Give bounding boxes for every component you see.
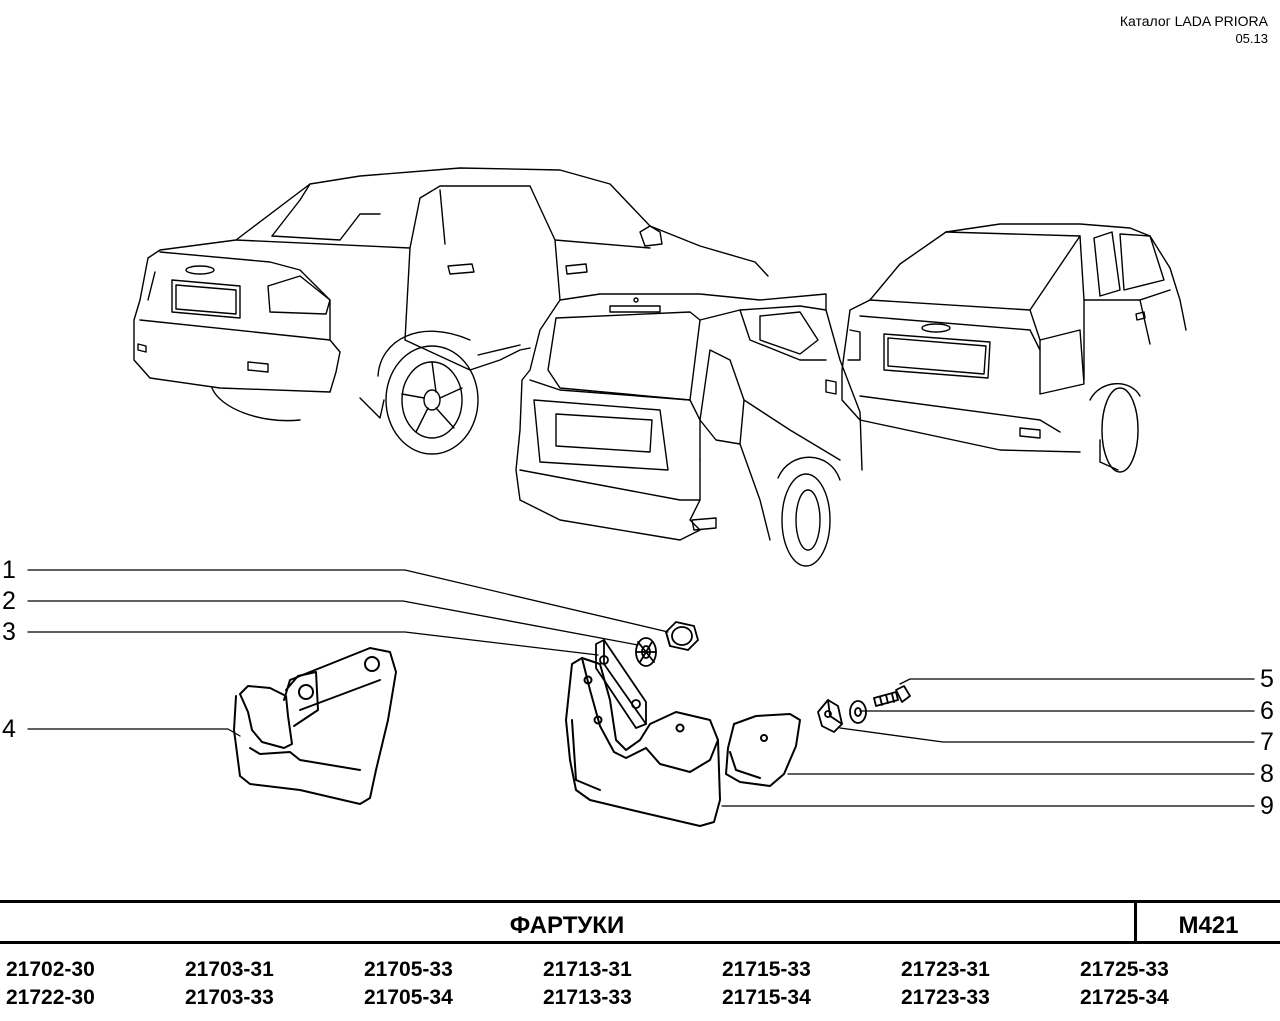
leader-lines — [27, 569, 1255, 807]
model-code: 21713-33 — [543, 986, 632, 1009]
callout-7: 7 — [1260, 728, 1274, 756]
catalog-date: 05.13 — [1235, 31, 1268, 46]
screw-part-5 — [873, 685, 911, 707]
parts-diagram — [27, 167, 1255, 827]
model-code: 21705-33 — [364, 958, 453, 981]
mudflap-part-9 — [565, 657, 721, 827]
model-code: 21725-33 — [1080, 958, 1169, 981]
section-code: M421 — [1134, 903, 1280, 941]
model-column: 21713-31 21713-33 — [543, 956, 632, 1012]
model-code: 21703-31 — [185, 958, 274, 981]
model-code: 21703-33 — [185, 986, 274, 1009]
section-title: ФАРТУКИ — [509, 912, 625, 939]
bracket-part-3 — [595, 639, 647, 729]
model-code: 21715-34 — [722, 986, 811, 1009]
model-column: 21715-33 21715-34 — [722, 956, 811, 1012]
hatchback-illustration — [841, 223, 1187, 473]
catalog-name: Каталог LADA PRIORA — [1119, 13, 1268, 29]
callout-1: 1 — [2, 556, 16, 584]
clip-part-7 — [817, 699, 843, 733]
model-column: 21705-33 21705-34 — [364, 956, 453, 1012]
model-code: 21723-31 — [901, 958, 990, 981]
callout-9: 9 — [1260, 792, 1274, 820]
model-column: 21723-31 21723-33 — [901, 956, 990, 1012]
model-code: 21705-34 — [364, 986, 453, 1009]
model-code: 21713-31 — [543, 958, 632, 981]
sedan-illustration — [133, 167, 769, 455]
washer-part-2 — [635, 637, 657, 667]
callout-4: 4 — [2, 715, 16, 743]
flap-part-8 — [725, 713, 801, 787]
model-column: 21725-33 21725-34 — [1080, 956, 1169, 1012]
model-code: 21722-30 — [6, 986, 95, 1009]
wagon-illustration — [515, 293, 863, 567]
model-code: 21715-33 — [722, 958, 811, 981]
model-column: 21702-30 21722-30 — [6, 956, 95, 1012]
callout-6: 6 — [1260, 697, 1274, 725]
model-code: 21702-30 — [6, 958, 95, 981]
model-column: 21703-31 21703-33 — [185, 956, 274, 1012]
washer-part-6 — [849, 700, 867, 724]
title-block: ФАРТУКИ M421 — [0, 900, 1280, 944]
model-code: 21725-34 — [1080, 986, 1169, 1009]
catalog-header: Каталог LADA PRIORA 05.13 — [1120, 12, 1268, 48]
mudflap-part-4 — [233, 647, 397, 805]
callout-2: 2 — [2, 587, 16, 615]
callout-8: 8 — [1260, 760, 1274, 788]
model-code: 21723-33 — [901, 986, 990, 1009]
nut-part-1 — [665, 621, 699, 651]
callout-5: 5 — [1260, 665, 1274, 693]
callout-3: 3 — [2, 618, 16, 646]
